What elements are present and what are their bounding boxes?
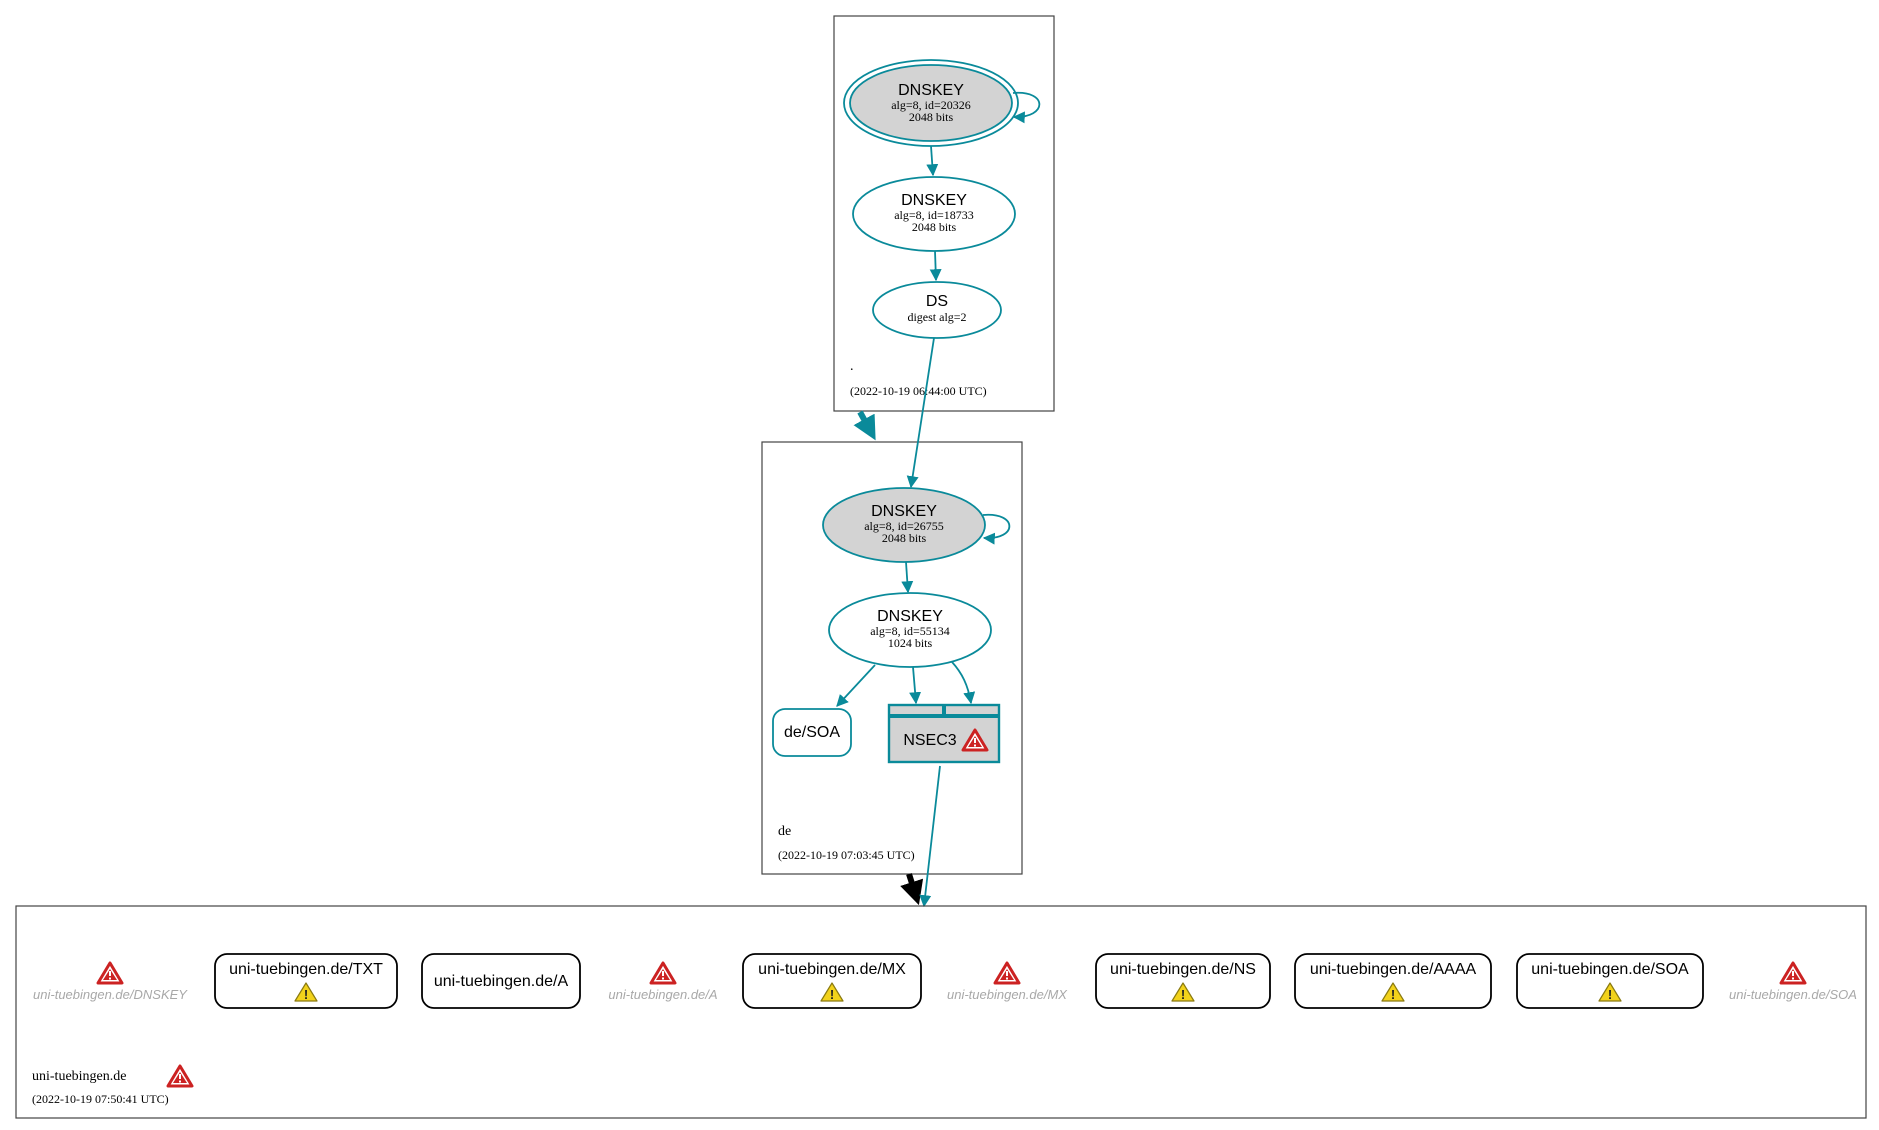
- root-ksk-line1: alg=8, id=20326: [891, 98, 971, 112]
- de-ksk-node[interactable]: DNSKEY alg=8, id=26755 2048 bits: [822, 487, 986, 563]
- warning-icon: !: [294, 982, 318, 1002]
- svg-text:!: !: [830, 987, 834, 1002]
- svg-text:!: !: [1608, 987, 1612, 1002]
- root-ds-line1: digest alg=2: [907, 310, 966, 324]
- de-ksk-self-loop: [982, 514, 1011, 545]
- record-box: [1516, 953, 1704, 1009]
- root-zsk-line2: 2048 bits: [912, 220, 957, 234]
- zone-uni: uni-tuebingen.de/DNSKEY uni-tuebingen.de/…: [15, 905, 1867, 1119]
- edge-nsec3-to-uni-zone: [919, 765, 941, 908]
- root-zsk-title: DNSKEY: [901, 192, 967, 209]
- de-ksk-line2: 2048 bits: [882, 531, 927, 545]
- error-icon: [993, 961, 1021, 985]
- record-uni-tuebingen-de-soa[interactable]: uni-tuebingen.de/SOA!: [1516, 953, 1704, 1009]
- zone-de-timestamp: (2022-10-19 07:03:45 UTC): [778, 848, 915, 862]
- zone-root-timestamp: (2022-10-19 06:44:00 UTC): [850, 384, 987, 398]
- uni-record-list: uni-tuebingen.de/DNSKEY uni-tuebingen.de/…: [33, 953, 1857, 1009]
- zone-de-box: [761, 441, 1023, 875]
- record-uni-tuebingen-de-mx[interactable]: uni-tuebingen.de/MX!: [742, 953, 922, 1009]
- zone-root-name: .: [850, 359, 854, 374]
- record-uni-tuebingen-de-ns[interactable]: uni-tuebingen.de/NS!: [1095, 953, 1271, 1009]
- edge-de-zsk-to-nsec3-b: [951, 661, 976, 705]
- edge-root-zsk-to-ds: [929, 250, 942, 282]
- root-ds-node[interactable]: DS digest alg=2: [872, 281, 1002, 339]
- de-soa-node[interactable]: de/SOA: [772, 708, 852, 757]
- zone-de: DNSKEY alg=8, id=26755 2048 bits DNSKEY …: [761, 441, 1023, 875]
- root-ds-ellipse: [872, 281, 1002, 339]
- de-zsk-node[interactable]: DNSKEY alg=8, id=55134 1024 bits: [828, 592, 992, 668]
- root-ksk-title: DNSKEY: [898, 82, 964, 99]
- root-ds-title: DS: [926, 293, 948, 310]
- edge-de-ksk-to-zsk: [901, 561, 914, 594]
- de-ksk-title: DNSKEY: [871, 503, 937, 520]
- edge-root-ksk-to-zsk: [926, 145, 939, 177]
- warning-icon: !: [1598, 982, 1622, 1002]
- de-ksk-ellipse: [822, 487, 986, 563]
- de-ksk-line1: alg=8, id=26755: [864, 519, 944, 533]
- error-icon: [1779, 961, 1807, 985]
- error-icon: [166, 1064, 194, 1088]
- root-ksk-node[interactable]: DNSKEY alg=8, id=20326 2048 bits: [843, 59, 1019, 147]
- record-label: uni-tuebingen.de/A: [434, 973, 569, 990]
- svg-text:!: !: [304, 987, 308, 1002]
- record-label: uni-tuebingen.de/MX: [947, 987, 1068, 1002]
- record-box: [214, 953, 398, 1009]
- warning-icon: !: [1381, 982, 1405, 1002]
- svg-text:!: !: [1391, 987, 1395, 1002]
- de-nsec3-node[interactable]: NSEC3: [887, 703, 1001, 764]
- error-icon: [649, 961, 677, 985]
- root-ksk-self-loop: [1012, 92, 1041, 124]
- record-label: uni-tuebingen.de/TXT: [229, 961, 383, 978]
- missing-record-uni-tuebingen-de-a[interactable]: uni-tuebingen.de/A: [608, 961, 718, 1002]
- record-uni-tuebingen-de-txt[interactable]: uni-tuebingen.de/TXT!: [214, 953, 398, 1009]
- record-label: uni-tuebingen.de/A: [608, 987, 717, 1002]
- record-label: uni-tuebingen.de/SOA: [1729, 987, 1857, 1002]
- zone-uni-timestamp: (2022-10-19 07:50:41 UTC): [32, 1092, 169, 1106]
- record-label: uni-tuebingen.de/AAAA: [1310, 961, 1477, 978]
- edge-root-ds-to-de-ksk: [906, 337, 935, 489]
- record-label: uni-tuebingen.de/MX: [758, 961, 906, 978]
- record-box: [742, 953, 922, 1009]
- zone-uni-name: uni-tuebingen.de: [32, 1069, 126, 1084]
- de-zsk-line1: alg=8, id=55134: [870, 624, 950, 638]
- de-zsk-line2: 1024 bits: [888, 636, 933, 650]
- record-box: [1294, 953, 1492, 1009]
- zone-root: DNSKEY alg=8, id=20326 2048 bits DNSKEY …: [833, 15, 1055, 412]
- root-zsk-ellipse: [852, 176, 1016, 252]
- root-ksk-line2: 2048 bits: [909, 110, 954, 124]
- de-soa-box: [772, 708, 852, 757]
- missing-record-uni-tuebingen-de-soa[interactable]: uni-tuebingen.de/SOA: [1729, 961, 1857, 1002]
- delegation-root-to-de: [853, 410, 876, 441]
- record-label: uni-tuebingen.de/NS: [1110, 961, 1256, 978]
- zone-uni-box: [15, 905, 1867, 1119]
- missing-record-uni-tuebingen-de-dnskey[interactable]: uni-tuebingen.de/DNSKEY: [33, 961, 188, 1002]
- edge-de-zsk-to-soa: [836, 664, 876, 707]
- delegation-de-to-uni: [900, 873, 924, 906]
- record-label: uni-tuebingen.de/DNSKEY: [33, 987, 188, 1002]
- nsec3-label: NSEC3: [903, 732, 956, 749]
- error-icon: [96, 961, 124, 985]
- warning-icon: !: [1171, 982, 1195, 1002]
- root-ksk-ellipse: [849, 64, 1013, 142]
- record-box: [421, 953, 581, 1009]
- error-icon: [961, 728, 989, 752]
- record-label: uni-tuebingen.de/SOA: [1531, 961, 1689, 978]
- de-zsk-title: DNSKEY: [877, 608, 943, 625]
- svg-text:!: !: [1181, 987, 1185, 1002]
- edge-de-zsk-to-nsec3-a: [909, 666, 922, 705]
- record-box: [1095, 953, 1271, 1009]
- missing-record-uni-tuebingen-de-mx[interactable]: uni-tuebingen.de/MX: [947, 961, 1068, 1002]
- record-uni-tuebingen-de-aaaa[interactable]: uni-tuebingen.de/AAAA!: [1294, 953, 1492, 1009]
- zone-de-name: de: [778, 824, 791, 839]
- record-uni-tuebingen-de-a[interactable]: uni-tuebingen.de/A: [421, 953, 581, 1009]
- warning-icon: !: [820, 982, 844, 1002]
- root-zsk-line1: alg=8, id=18733: [894, 208, 974, 222]
- de-soa-label: de/SOA: [784, 724, 840, 741]
- zone-root-box: [833, 15, 1055, 412]
- root-zsk-node[interactable]: DNSKEY alg=8, id=18733 2048 bits: [852, 176, 1016, 252]
